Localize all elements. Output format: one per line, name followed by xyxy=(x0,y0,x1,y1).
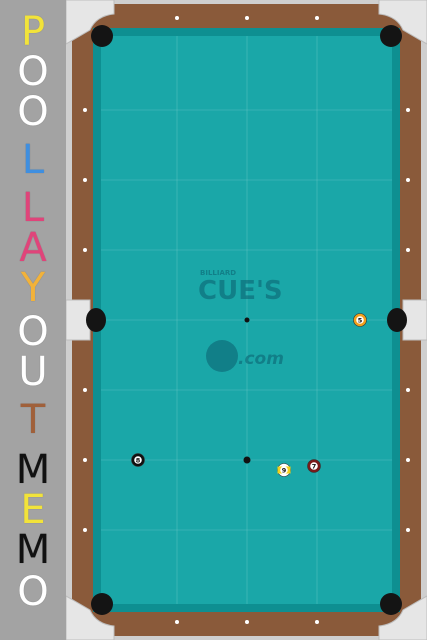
pocket-top-left xyxy=(91,25,113,47)
title-letter-7: Y xyxy=(20,265,46,311)
title-letter-6: A xyxy=(19,225,47,271)
title-letter-13: M xyxy=(15,527,51,573)
svg-text:7: 7 xyxy=(312,463,317,471)
svg-text:5: 5 xyxy=(358,317,363,325)
pool-table[interactable]: BILLIARD CUE'S .com 5 8 9 7 xyxy=(66,0,427,640)
ball-5[interactable]: 5 xyxy=(353,313,367,327)
cues-logo: BILLIARD CUE'S .com xyxy=(198,269,284,372)
pocket-bottom-left xyxy=(91,593,113,615)
title-letter-8: O xyxy=(17,309,49,355)
pockets xyxy=(86,25,407,615)
svg-text:CUE'S: CUE'S xyxy=(198,276,283,306)
title-letter-14: O xyxy=(17,569,49,615)
svg-text:8: 8 xyxy=(136,457,141,465)
pocket-top-right xyxy=(380,25,402,47)
title-letter-1: P xyxy=(20,9,46,55)
logo-emblem xyxy=(206,340,238,372)
diamond-grid xyxy=(101,36,392,604)
pocket-caps xyxy=(66,0,427,640)
title-letter-12: E xyxy=(20,487,46,533)
title-letter-10: T xyxy=(20,397,46,443)
title-letter-5: L xyxy=(21,185,45,231)
ball-7[interactable]: 7 xyxy=(307,459,321,473)
title-letter-11: M xyxy=(15,447,51,493)
title-letter-9: U xyxy=(18,349,48,395)
svg-text:9: 9 xyxy=(282,467,287,475)
rail-diamonds xyxy=(83,16,410,624)
ball-9[interactable]: 9 xyxy=(277,463,291,477)
svg-text:.com: .com xyxy=(238,349,284,369)
svg-text:BILLIARD: BILLIARD xyxy=(200,269,236,277)
foot-spot xyxy=(243,456,251,464)
title-letter-3: O xyxy=(17,89,49,135)
pocket-bottom-right xyxy=(380,593,402,615)
ball-8[interactable]: 8 xyxy=(131,453,145,467)
pocket-side-right xyxy=(387,308,407,332)
center-spot xyxy=(244,317,250,323)
pocket-side-left xyxy=(86,308,106,332)
title-letter-2: O xyxy=(17,49,49,95)
title-letter-4: L xyxy=(21,137,45,183)
